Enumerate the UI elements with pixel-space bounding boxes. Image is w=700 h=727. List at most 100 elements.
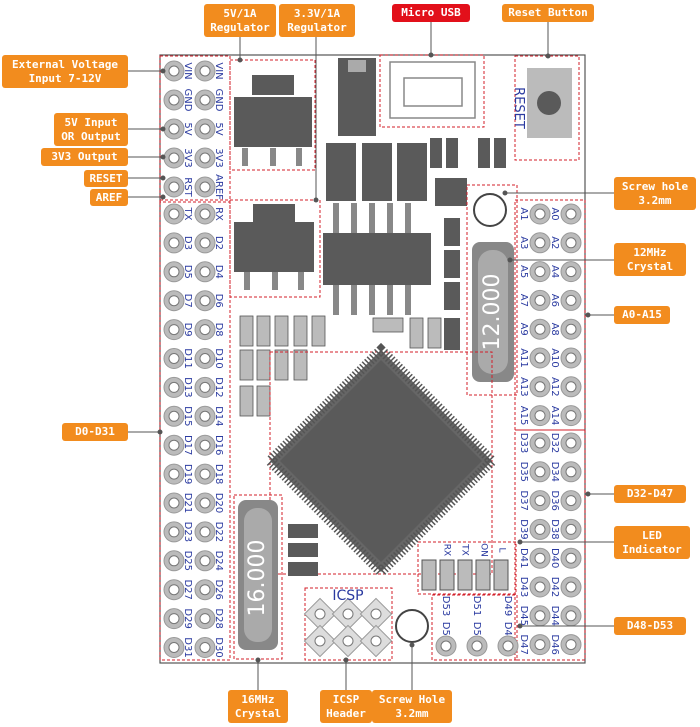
pin-pad — [560, 461, 582, 483]
pin-pad — [194, 319, 216, 341]
pin-label: D4 — [213, 265, 224, 279]
pin-label: 3V3 — [213, 148, 224, 168]
pin-pad — [529, 547, 551, 569]
leader-dot — [507, 257, 513, 263]
pin-label: D44 — [549, 606, 560, 626]
pin-label: A8 — [549, 323, 560, 336]
leader-dot — [157, 429, 163, 435]
pin-pad — [163, 550, 185, 572]
pin-pad — [529, 318, 551, 340]
callout-reset-button: Reset Button — [502, 4, 594, 22]
pin-label: D53 — [440, 596, 451, 616]
leader-dot — [502, 190, 508, 196]
pin-label: A13 — [518, 377, 529, 397]
callout-16mhz-crystal: 16MHz Crystal — [228, 690, 288, 723]
pin-pad — [163, 492, 185, 514]
pin-label: D9 — [182, 323, 193, 337]
pin-pad — [560, 490, 582, 512]
pin-pad — [529, 518, 551, 540]
crystal-16mhz — [233, 494, 283, 660]
pin-label: D42 — [549, 577, 560, 597]
pin-label: D46 — [549, 634, 560, 654]
pin-label: D17 — [182, 435, 193, 455]
pin-label: D24 — [213, 551, 224, 571]
pin-pad — [163, 579, 185, 601]
pin-label: D31 — [182, 637, 193, 657]
callout-screw-hole-1: Screw hole 3.2mm — [614, 177, 696, 210]
pin-label: VIN — [213, 62, 224, 79]
pin-label: A11 — [518, 348, 529, 368]
pin-label: D29 — [182, 608, 193, 628]
power-header-outline — [159, 55, 231, 203]
pin-pad — [194, 376, 216, 398]
pin-label: D39 — [518, 519, 529, 539]
pin-pad — [529, 376, 551, 398]
pin-label: GND — [213, 89, 224, 112]
pin-label: D51 — [471, 596, 482, 616]
pin-label: D14 — [213, 406, 224, 426]
pin-label: A12 — [549, 377, 560, 397]
pin-pad — [163, 521, 185, 543]
pin-label: A14 — [549, 406, 560, 426]
pin-pad — [560, 576, 582, 598]
pin-pad — [529, 605, 551, 627]
pin-label: D47 — [518, 634, 529, 654]
pin-label: AREF — [213, 174, 224, 200]
pin-label: D7 — [182, 294, 193, 308]
callout-d48-d53: D48-D53 — [614, 617, 686, 635]
leader-dot — [160, 154, 166, 160]
pin-pad — [560, 232, 582, 254]
pin-pad — [529, 347, 551, 369]
pin-pad — [560, 261, 582, 283]
pin-pad — [194, 492, 216, 514]
pin-label: D6 — [213, 294, 224, 308]
pin-pad — [529, 576, 551, 598]
pin-pad — [194, 579, 216, 601]
icsp-pin-hole — [342, 635, 354, 647]
pin-pad — [560, 634, 582, 656]
pin-pad — [560, 518, 582, 540]
pin-label: D36 — [549, 490, 560, 510]
screw-hole-2 — [395, 609, 429, 643]
pin-pad — [560, 432, 582, 454]
leader-dot — [255, 657, 261, 663]
pin-pad — [194, 463, 216, 485]
pin-label: D28 — [213, 608, 224, 628]
leader-dot — [409, 642, 415, 648]
pin-label: D5 — [182, 265, 193, 279]
pin-pad — [194, 405, 216, 427]
leader-dot — [343, 657, 349, 663]
pin-pad — [194, 348, 216, 369]
mcu-chip — [262, 342, 500, 580]
pin-label: D38 — [549, 519, 560, 539]
pin-label: D13 — [182, 377, 193, 397]
pin-label: A4 — [549, 265, 560, 278]
pin-pad — [163, 232, 185, 254]
pin-pad — [194, 521, 216, 543]
crystal-16-label: 16.000 — [245, 540, 270, 617]
capacitor-group — [326, 138, 506, 206]
crystal-12mhz — [466, 184, 518, 396]
leader-dot — [517, 539, 523, 545]
pin-label: D35 — [518, 462, 529, 482]
pin-pad — [466, 635, 488, 657]
pin-pad — [163, 348, 185, 369]
pin-pad — [163, 434, 185, 456]
pin-label: 3V3 — [182, 148, 193, 168]
callout-3v3-output: 3V3 Output — [41, 148, 128, 166]
pin-label: D22 — [213, 522, 224, 542]
callout-5v-regulator: 5V/1A Regulator — [204, 4, 276, 37]
regulator-33 — [229, 199, 321, 298]
pin-label: GND — [182, 89, 193, 112]
pin-pad — [435, 635, 457, 657]
leader-dot — [313, 197, 319, 203]
pin-pad — [194, 550, 216, 572]
micro-usb-port — [379, 54, 485, 128]
pin-label: D52 — [440, 622, 451, 642]
pin-pad — [163, 319, 185, 341]
crystal-12-label: 12.000 — [480, 274, 505, 351]
pin-pad — [194, 118, 216, 140]
pin-label: D23 — [182, 522, 193, 542]
led-label: RX — [442, 544, 452, 556]
